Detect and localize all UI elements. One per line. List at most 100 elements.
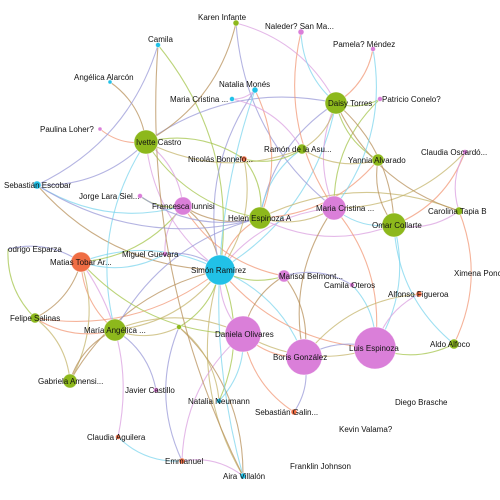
edge-daniela-matias [80, 261, 244, 335]
node-label-felipe: Felipe Salinas [10, 314, 60, 323]
node-natalia_m[interactable] [251, 86, 259, 94]
node-label-daniela: Daniela Olivares [215, 330, 274, 339]
node-label-marisol: Marisol Belmont... [279, 272, 343, 281]
node-label-aldo: Aldo Alfoco [430, 340, 471, 349]
edge-simon-camila [157, 44, 225, 271]
node-label-matias: Matias Tobar Ar... [50, 258, 112, 267]
node-mcristina1[interactable] [229, 96, 235, 102]
node-pamela[interactable] [370, 46, 376, 52]
node-label-kevin: Kevin Valama? [339, 425, 393, 434]
edge-helen-mangelica [114, 217, 261, 331]
node-label-claudia_o: Claudia Oscardó... [421, 148, 487, 157]
edge-hub-emmanuel [165, 326, 183, 462]
node-yannia[interactable] [371, 153, 385, 167]
edge-daisy-karen [235, 22, 337, 104]
node-boris[interactable] [285, 338, 323, 376]
node-label-nicolas: Nicolás Bonnefo... [188, 155, 253, 164]
edge-simon-gabriela [69, 269, 221, 382]
node-camila_o[interactable] [349, 282, 355, 288]
node-gabriela[interactable] [62, 373, 78, 389]
node-natalia_n[interactable] [216, 398, 222, 404]
node-marisol[interactable] [277, 269, 291, 283]
node-camila[interactable] [155, 42, 161, 48]
node-label-boris: Boris González [273, 353, 327, 362]
edge-simon-natalia_m [213, 89, 256, 271]
node-label-javier: Javier Castillo [125, 386, 175, 395]
node-jorge[interactable] [137, 193, 143, 199]
node-simon[interactable] [204, 254, 236, 286]
node-label-mcristina2: Maria Cristina ... [316, 204, 374, 213]
node-label-patricio: Patricio Conelo? [382, 95, 441, 104]
node-alfonso[interactable] [415, 290, 423, 298]
edge-claudia_o-carolina [454, 151, 466, 212]
node-label-daisy: Daisy Torres [328, 99, 372, 108]
node-label-yannia: Yannia Alvarado [348, 156, 406, 165]
node-label-mcristina1: Maria Cristina ... [170, 95, 228, 104]
node-daniela[interactable] [224, 315, 262, 353]
node-label-camila_o: Camila Oteros [324, 281, 375, 290]
node-sebastian_e[interactable] [32, 180, 42, 190]
node-angelica[interactable] [107, 79, 113, 85]
node-patricio[interactable] [377, 96, 383, 102]
edge-marisol-camila_o [283, 271, 353, 286]
node-helen[interactable] [248, 206, 272, 230]
node-claudia_o[interactable] [462, 149, 468, 155]
edge-carolina-daisy [335, 102, 460, 212]
node-label-angelica: Angélica Alarcón [74, 73, 134, 82]
edge-hub-aira [178, 326, 244, 477]
node-felipe[interactable] [29, 312, 41, 324]
node-javier[interactable] [153, 387, 159, 393]
edge-mcristina2-karen [235, 22, 335, 209]
node-label-ximena: Ximena Ponc [454, 269, 500, 278]
node-daisy[interactable] [324, 91, 348, 115]
edge-ramon-mcristina1 [231, 98, 303, 150]
edge-matias-gabriela [69, 261, 90, 382]
node-label-helen: Helen Espinoza A [228, 214, 292, 223]
edge-ivette-mangelica [106, 141, 147, 331]
edge-francesca-marisol [182, 205, 285, 277]
node-label-jorge: Jorge Lara Siel... [79, 192, 139, 201]
edge-helen-omar [259, 217, 395, 237]
node-label-claudia_a: Claudia Aguilera [87, 433, 146, 442]
node-miguel[interactable] [162, 251, 168, 257]
node-label-carolina: Carolina Tapia B [428, 207, 487, 216]
node-omar[interactable] [381, 212, 407, 238]
edge-aldo-omar [393, 224, 455, 345]
nodes-layer [29, 19, 468, 480]
edge-camila-sebastian_e [36, 44, 159, 186]
node-karen[interactable] [232, 19, 240, 27]
node-claudia_a[interactable] [115, 434, 121, 440]
node-naleder[interactable] [297, 28, 305, 36]
node-label-franklin: Franklin Johnson [290, 462, 351, 471]
node-ramon[interactable] [296, 143, 308, 155]
node-label-rodrigo: odrigo Esparza [8, 245, 62, 254]
node-luis[interactable] [353, 326, 397, 370]
node-paulina[interactable] [97, 126, 103, 132]
node-matias[interactable] [70, 251, 92, 273]
node-mangelica[interactable] [103, 318, 127, 342]
node-emmanuel[interactable] [178, 457, 186, 465]
node-ivette[interactable] [133, 129, 159, 155]
edge-camila-aira [155, 44, 244, 477]
edge-simon-sebastian_e [36, 184, 221, 271]
node-carolina[interactable] [454, 206, 464, 216]
node-label-emmanuel: Emmanuel [165, 457, 203, 466]
node-aira[interactable] [239, 472, 247, 480]
edge-matias-claudia_a [80, 261, 124, 438]
edge-simon-ivette [145, 141, 221, 271]
node-sebastian_g[interactable] [290, 408, 298, 416]
edge-aldo-carolina [453, 210, 472, 345]
node-nicolas[interactable] [240, 155, 248, 163]
edge-simon-daisy [219, 102, 337, 271]
node-aldo[interactable] [448, 338, 460, 350]
edge-rodrigo-felipe [7, 248, 36, 319]
node-hub[interactable] [176, 324, 182, 330]
edge-ramon-yannia [301, 148, 379, 165]
edge-mcristina2-claudia_o [333, 151, 466, 209]
edge-mcristina2-boris [298, 207, 335, 358]
node-label-natalia_m: Natalia Monés [219, 80, 270, 89]
node-mcristina2[interactable] [321, 195, 347, 221]
node-francesca[interactable] [173, 196, 193, 216]
edge-natalia_m-helen [254, 89, 273, 219]
